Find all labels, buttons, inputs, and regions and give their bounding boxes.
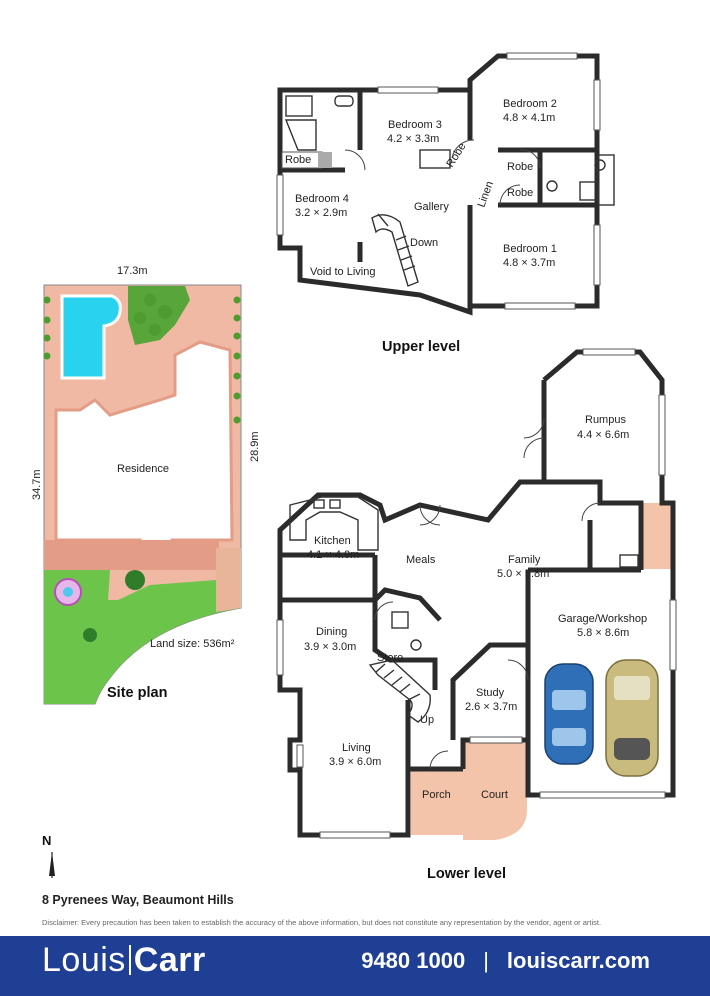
site-width-label: 17.3m [117,265,148,277]
bedroom4-size: 3.2 × 2.9m [295,207,347,219]
gallery-label: Gallery [414,201,449,213]
bedroom2-size: 4.8 × 4.1m [503,112,555,124]
living-name: Living [342,742,371,754]
robe-label-diagonal: Robe [444,141,468,170]
contact-info: 9480 1000 | louiscarr.com [361,948,650,974]
front-lawn [44,570,241,704]
bedroom1-name: Bedroom 1 [503,243,557,255]
void-label: Void to Living [310,266,375,278]
disclaimer-text: Disclaimer: Every precaution has been ta… [42,918,602,927]
lower-level-heading: Lower level [427,866,506,882]
residence-label: Residence [117,463,169,475]
kitchen-name: Kitchen [314,535,351,547]
court-tiles [463,740,527,840]
blue-car-icon [544,663,594,765]
land-size-label: Land size: 536m² [150,638,235,650]
living-size: 3.9 × 6.0m [329,756,381,768]
site-plan-heading: Site plan [107,685,167,701]
bedroom4-name: Bedroom 4 [295,193,349,205]
kitchen-size: 4.1 × 4.0m [307,549,359,561]
phone-number: 9480 1000 [361,948,466,973]
site-depth-left-label: 34.7m [31,469,43,500]
north-arrow: N [42,833,55,878]
dining-name: Dining [316,626,347,638]
down-label: Down [410,237,438,249]
laundry-tiles [641,503,673,569]
bedroom3-name: Bedroom 3 [388,119,442,131]
study-size: 2.6 × 3.7m [465,701,517,713]
family-size: 5.0 × 5.8m [497,568,549,580]
upper-level-plan: Bedroom 3 4.2 × 3.3m Bedroom 2 4.8 × 4.1… [276,52,615,355]
property-address: 8 Pyrenees Way, Beaumont Hills [42,893,234,907]
bedroom3-size: 4.2 × 3.3m [387,133,439,145]
porch-label: Porch [422,789,451,801]
contact-separator: | [483,948,489,973]
rumpus-name: Rumpus [585,414,626,426]
garage-name: Garage/Workshop [558,613,647,625]
family-name: Family [508,554,541,566]
store-label: Store [377,652,403,664]
site-plan: 17.3m 34.7m 28.9m Residence Land size: 5… [31,265,261,705]
up-label: Up [420,714,434,726]
dining-size: 3.9 × 3.0m [304,641,356,653]
meals-label: Meals [406,554,436,566]
site-depth-right-label: 28.9m [249,431,261,462]
floor-plan-drawing: 17.3m 34.7m 28.9m Residence Land size: 5… [31,52,677,882]
rumpus-size: 4.4 × 6.6m [577,429,629,441]
gold-car-icon [605,659,659,777]
garage-size: 5.8 × 8.6m [577,627,629,639]
website-link[interactable]: louiscarr.com [506,948,650,973]
pool [60,294,122,380]
brand-second: Carr [133,941,206,979]
bedroom1-size: 4.8 × 3.7m [503,257,555,269]
bedroom2-name: Bedroom 2 [503,98,557,110]
robe-label-upper: Robe [507,161,533,173]
porch-tiles [411,769,463,835]
robe-label-left: Robe [285,154,311,166]
court-label: Court [481,789,508,801]
upper-level-heading: Upper level [382,339,460,355]
north-label: N [42,833,51,848]
robe-label-lower: Robe [507,187,533,199]
linen-label: Linen [476,180,496,209]
brand-first: Louis [42,941,126,979]
study-name: Study [476,687,505,699]
lower-level-plan: Rumpus 4.4 × 6.6m Kitchen 4.1 × 4.0m Mea… [276,348,677,882]
